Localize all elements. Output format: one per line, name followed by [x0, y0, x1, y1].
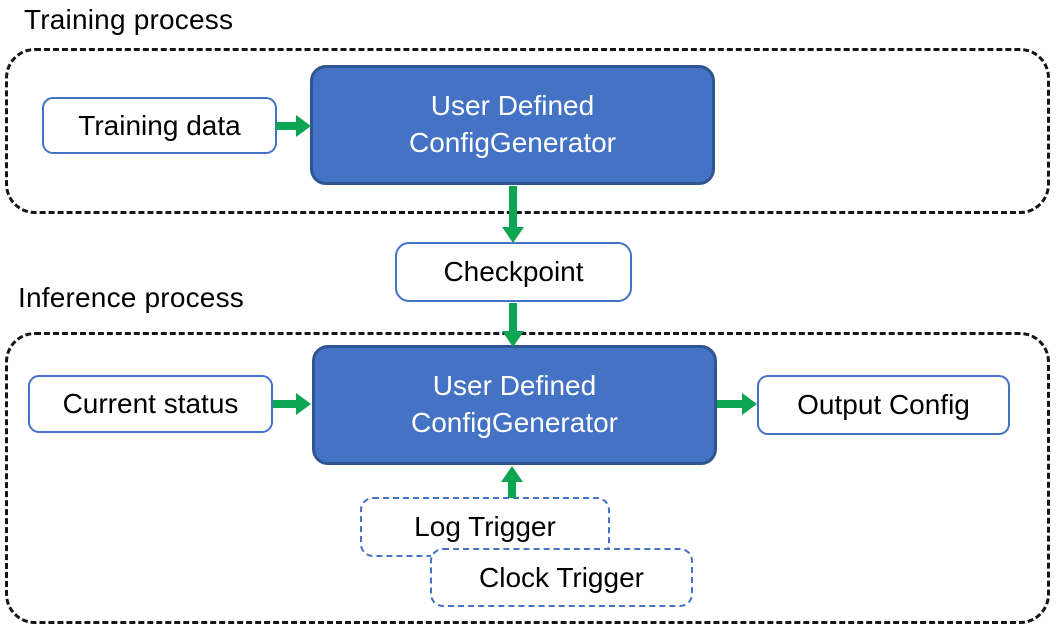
log-trigger-box: Log Trigger: [360, 497, 610, 557]
current-status-box: Current status: [28, 375, 273, 433]
training-generator-label-line1: User Defined: [430, 90, 595, 122]
arrow-checkpoint-to-inference-generator: [501, 303, 525, 347]
arrow-generator-to-output-config: [717, 392, 758, 416]
inference-generator-label-line1: User Defined: [432, 370, 597, 402]
inference-config-generator-box: User Defined ConfigGenerator: [312, 345, 717, 465]
training-data-label: Training data: [78, 109, 241, 141]
output-config-label: Output Config: [797, 389, 970, 420]
inference-process-container: [5, 332, 1050, 624]
current-status-label: Current status: [62, 388, 239, 419]
training-config-generator-box: User Defined ConfigGenerator: [310, 65, 715, 185]
training-process-title: Training process: [24, 4, 234, 35]
inference-process-title: Inference process: [18, 282, 244, 313]
training-generator-label-line2: ConfigGenerator: [408, 127, 616, 158]
training-data-box: Training data: [42, 97, 277, 154]
clock-trigger-box: Clock Trigger: [430, 548, 693, 607]
clock-trigger-label: Clock Trigger: [479, 561, 644, 593]
inference-generator-label-line2: ConfigGenerator: [410, 407, 618, 438]
checkpoint-label: Checkpoint: [443, 256, 584, 287]
log-trigger-label: Log Trigger: [414, 511, 556, 542]
checkpoint-box: Checkpoint: [395, 242, 632, 302]
training-process-container: [5, 48, 1050, 214]
arrow-training-data-to-generator: [276, 114, 312, 138]
output-config-box: Output Config: [757, 375, 1010, 435]
arrow-generator-to-checkpoint: [501, 186, 525, 243]
arrow-current-status-to-generator: [273, 392, 312, 416]
arrow-log-trigger-to-generator: [500, 466, 524, 498]
